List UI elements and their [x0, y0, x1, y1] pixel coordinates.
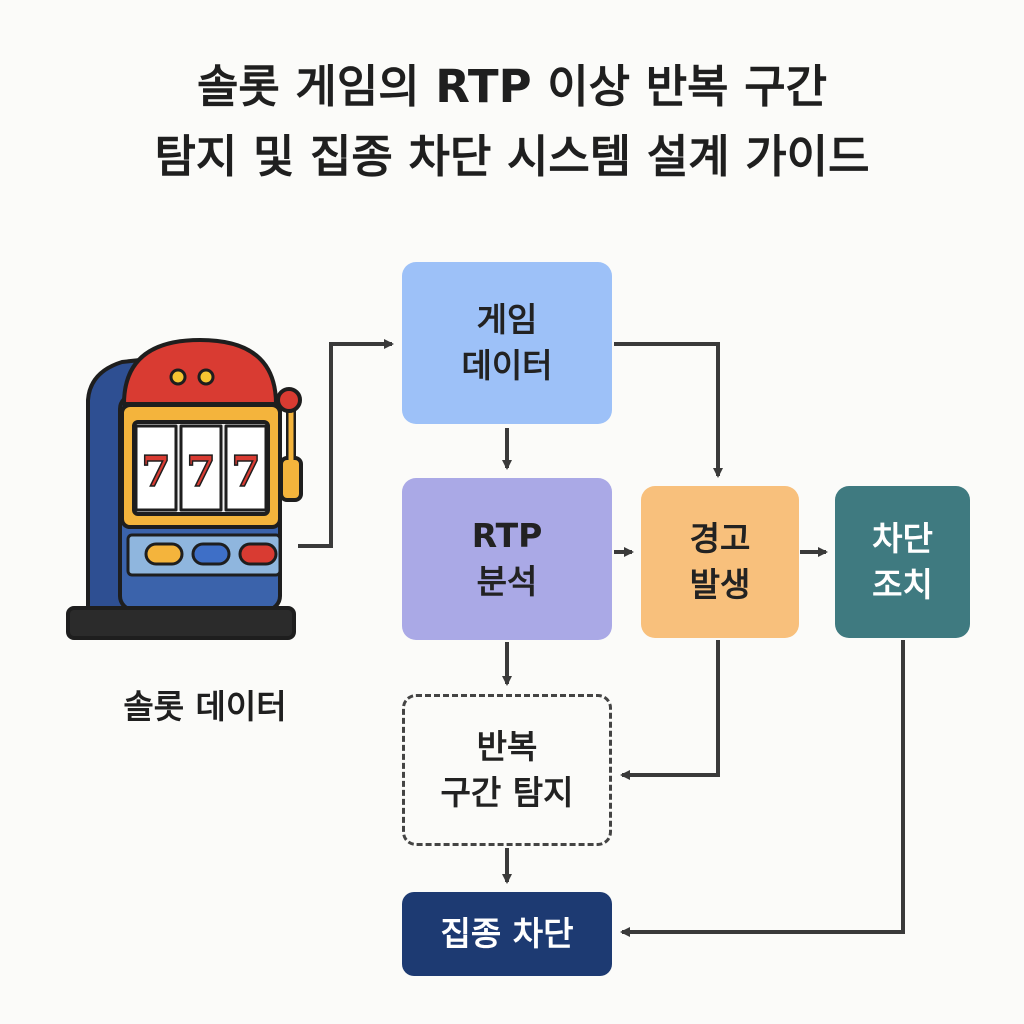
- node-repeat-detect-line1: 반복: [476, 727, 538, 766]
- node-block-action-line1: 차단: [872, 519, 933, 558]
- title-line-2: 탐지 및 집종 차단 시스템 설계 가이드: [154, 130, 870, 183]
- node-game-data-line1: 게임: [476, 300, 538, 339]
- node-alert-line2: 발생: [689, 565, 751, 604]
- node-block-action: 차단 조치: [835, 486, 970, 638]
- node-game-data: 게임 데이터: [402, 262, 612, 424]
- page-title: 솔롯 게임의 RTP 이상 반복 구간 탐지 및 집종 차단 시스템 설계 가이…: [0, 52, 1024, 192]
- node-block-action-line2: 조치: [872, 565, 933, 604]
- reel-symbol-3: 7: [231, 447, 260, 496]
- node-rtp-analysis: RTP 분석: [402, 478, 612, 640]
- node-focus-block: 집종 차단: [402, 892, 612, 976]
- arrow-block-to-focus: [620, 640, 905, 937]
- reel-symbols: 7 7 7: [141, 446, 262, 497]
- node-alert-line1: 경고: [689, 519, 751, 558]
- arrow-slot-to-game: [298, 339, 394, 548]
- slot-data-label: 솔롯 데이터: [123, 687, 287, 726]
- connectors: [298, 339, 905, 937]
- node-repeat-detect: 반복 구간 탐지: [402, 694, 612, 846]
- node-alert: 경고 발생: [641, 486, 799, 638]
- node-game-data-line2: 데이터: [461, 346, 553, 385]
- node-rtp-analysis-line2: 분석: [476, 562, 538, 601]
- node-rtp-analysis-line1: RTP: [471, 516, 543, 555]
- title-line-1: 솔롯 게임의 RTP 이상 반복 구간: [196, 60, 828, 113]
- slot-machine-icon: [66, 338, 303, 640]
- arrow-game-to-alert: [614, 342, 723, 478]
- reel-symbol-1: 7: [141, 447, 170, 496]
- node-focus-block-label: 집종 차단: [440, 914, 574, 953]
- node-repeat-detect-line2: 구간 탐지: [440, 773, 574, 812]
- arrow-alert-to-repeat: [620, 640, 720, 780]
- reel-symbol-2: 7: [186, 447, 215, 496]
